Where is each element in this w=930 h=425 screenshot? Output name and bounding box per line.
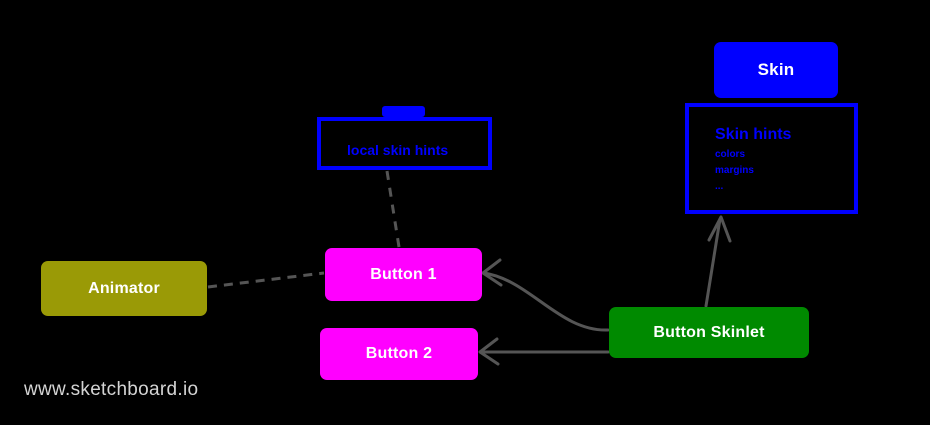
node-button-2-label: Button 2: [365, 345, 433, 362]
node-local-skin-hints[interactable]: local skin hints: [317, 117, 492, 170]
node-skin-hints-item-colors: colors: [715, 149, 746, 160]
edge-button-skinlet-to-skin-hints-arrowhead: [707, 215, 732, 243]
node-button-skinlet-label: Button Skinlet: [653, 323, 765, 341]
node-local-skin-hints-title: local skin hints: [347, 142, 449, 158]
node-button-1[interactable]: Button 1: [325, 248, 482, 301]
node-animator-label: Animator: [88, 279, 160, 297]
node-skin[interactable]: Skin: [714, 42, 838, 98]
node-skin-label: Skin: [757, 60, 795, 79]
edge-button-skinlet-to-button-2-arrowhead: [478, 337, 500, 366]
node-button-1-label: Button 1: [370, 265, 437, 283]
node-button-skinlet[interactable]: Button Skinlet: [609, 307, 809, 358]
node-skin-hints[interactable]: Skin hints colors margins ...: [685, 103, 858, 214]
node-button-2[interactable]: Button 2: [320, 328, 478, 380]
edge-button-skinlet-to-skin-hints: [704, 217, 722, 308]
edge-animator-to-button-1: [207, 271, 325, 289]
watermark: www.sketchboard.io: [24, 379, 199, 400]
node-skin-hints-item-ellipsis: ...: [715, 181, 724, 192]
edge-local-skin-hints-to-button-1: [385, 170, 401, 248]
node-skin-hints-title: Skin hints: [715, 126, 792, 143]
edge-button-skinlet-to-button-1: [482, 271, 610, 332]
local-skin-hints-tab[interactable]: [382, 106, 425, 117]
node-animator[interactable]: Animator: [41, 261, 207, 316]
edge-button-skinlet-to-button-1-arrowhead: [481, 258, 503, 287]
node-skin-hints-item-margins: margins: [715, 165, 754, 176]
